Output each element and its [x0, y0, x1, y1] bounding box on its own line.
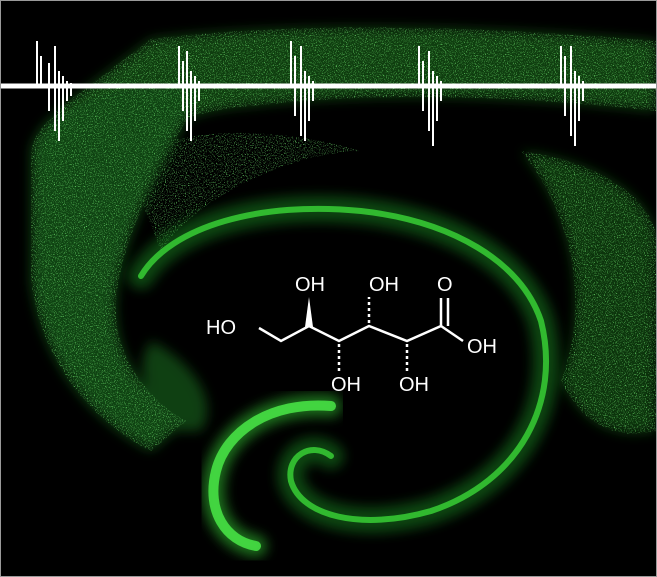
label-ho-left: HO — [206, 317, 236, 339]
label-oh-top-1: OH — [295, 274, 325, 296]
formula-bonds — [258, 297, 464, 371]
label-oh-bottom-2: OH — [399, 374, 429, 396]
label-oh-bottom-1: OH — [331, 374, 361, 396]
spike-burst — [290, 41, 314, 141]
cell-layer-band — [128, 195, 560, 557]
label-oh-acid: OH — [467, 336, 497, 358]
spike-burst — [560, 46, 584, 146]
spike-burst — [418, 46, 442, 146]
spike-burst — [36, 41, 72, 141]
label-carbonyl-o: O — [437, 274, 453, 296]
wedge-bond — [305, 297, 313, 327]
structural-formula: OH OH O HO OH OH OH — [206, 274, 497, 396]
spike-burst — [178, 46, 200, 141]
nuclei-texture — [31, 27, 656, 451]
ephys-trace — [1, 41, 656, 146]
label-oh-top-2: OH — [369, 274, 399, 296]
